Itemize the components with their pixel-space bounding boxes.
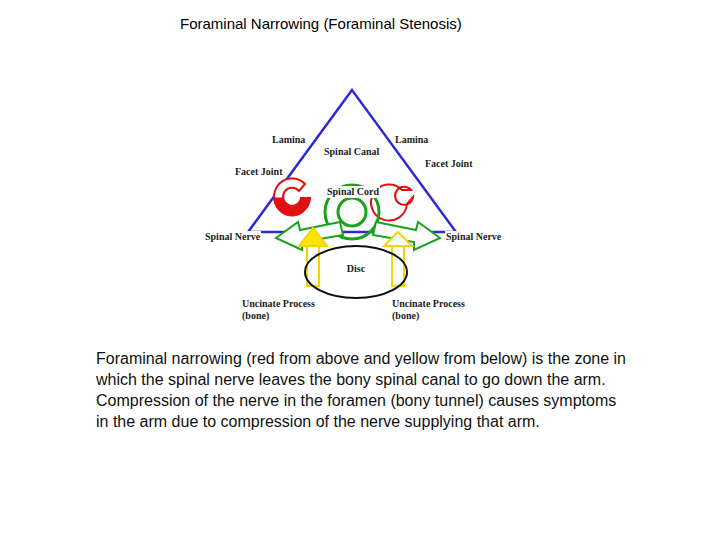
spinal-cord-inner	[338, 198, 366, 226]
part-label: Facet Joint	[234, 166, 284, 178]
disc-ellipse: Disc	[304, 245, 408, 299]
part-label: Lamina	[271, 134, 306, 146]
part-label: Lamina	[394, 134, 429, 146]
left-nerve-arrow	[276, 222, 343, 250]
part-label: Spinal Cord	[326, 186, 380, 198]
part-label: Spinal Nerve	[445, 231, 502, 243]
left-uncinate-arrow-shaft	[307, 246, 319, 286]
part-label: Uncinate Process (bone)	[241, 298, 335, 322]
part-label: Spinal Canal	[323, 146, 380, 158]
left-uncinate-arrow-head	[299, 228, 327, 246]
right-nerve-arrow	[373, 222, 440, 250]
part-label: Uncinate Process (bone)	[391, 298, 485, 322]
part-label: Spinal Nerve	[204, 231, 261, 243]
right-uncinate-arrow-shaft	[392, 246, 404, 286]
diagram-title: Foraminal Narrowing (Foraminal Stenosis)	[180, 15, 462, 32]
node-text: Disc	[304, 263, 408, 275]
left-facet-joint-fill	[274, 198, 310, 216]
disc-outline	[305, 246, 407, 298]
part-label: Facet Joint	[424, 158, 474, 170]
right-uncinate-arrow-head	[384, 232, 412, 246]
caption-text: Foraminal narrowing (red from above and …	[96, 348, 631, 432]
node-text-holder: Disc	[304, 263, 408, 275]
